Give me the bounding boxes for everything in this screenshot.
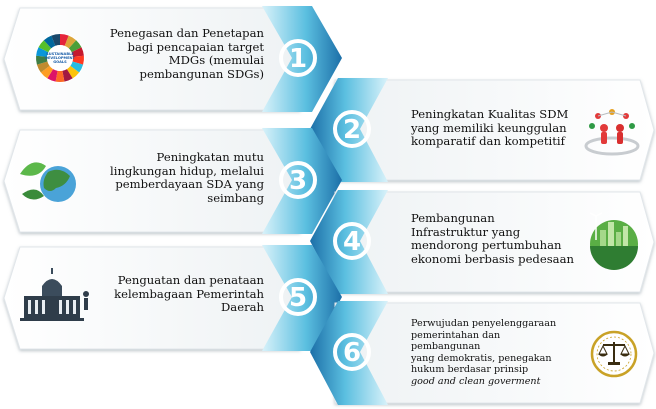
- step-6-line: yang demokratis, penegakan: [411, 352, 552, 364]
- step-1-line: bagi pencapaian target: [127, 39, 264, 54]
- step-3: [3, 128, 342, 234]
- justice-scale-icon: [590, 330, 638, 378]
- step-2-text: Peningkatan Kualitas SDM yang memiliki k…: [411, 107, 569, 149]
- step-1-panel: [3, 7, 301, 111]
- sdg-wheel-segment: [60, 34, 69, 46]
- step-number: 5: [289, 283, 307, 313]
- step-5: [3, 245, 342, 351]
- people-network-icon: [584, 109, 640, 156]
- government-building-icon: [20, 268, 89, 321]
- step-number-ring: [333, 222, 371, 260]
- eco-city-globe-icon: [589, 212, 638, 270]
- sdg-wheel-segment: [72, 55, 84, 65]
- step-4-line: mendorong pertumbuhan: [411, 238, 562, 253]
- step-number-ring: [279, 161, 317, 199]
- sdg-wheel-segment: [36, 61, 50, 73]
- step-4-line: Pembangunan: [411, 211, 495, 225]
- step-2-arrow: [310, 78, 388, 182]
- sdg-icon-label: SUSTAINABLE DEVELOPMENT GOALS: [44, 52, 75, 64]
- step-number-ring: [333, 333, 371, 371]
- sdg-wheel-segment: [71, 47, 84, 57]
- step-2: [310, 78, 655, 182]
- step-1: [3, 6, 342, 112]
- step-4: [310, 190, 655, 294]
- step-6-line: Perwujudan penyelenggaraan: [411, 318, 557, 329]
- step-number: 4: [343, 227, 361, 257]
- step-number-ring: [279, 278, 317, 316]
- step-3-line: Peningkatan mutu: [156, 150, 264, 164]
- step-2-line: yang memiliki keunggulan: [411, 120, 567, 135]
- step-3-panel: [3, 129, 301, 233]
- step-number-ring: [279, 39, 317, 77]
- step-1-text: Penegasan dan Penetapan bagi pencapaian …: [109, 26, 264, 82]
- sdg-wheel-icon: [35, 33, 85, 83]
- step-number-ring: [333, 110, 371, 148]
- green-globe-icon: [20, 162, 76, 202]
- step-6-arrow: [310, 301, 388, 405]
- step-5-arrow: [262, 245, 342, 351]
- step-3-text: Peningkatan mutu lingkungan hidup, melal…: [110, 150, 264, 206]
- step-4-line: ekonomi berbasis pedesaan: [411, 252, 574, 267]
- step-5-line: Penguatan dan penataan: [117, 273, 264, 287]
- step-2-line: Peningkatan Kualitas SDM: [411, 107, 569, 121]
- sdg-wheel-segment: [66, 65, 80, 79]
- step-1-line: pembangunan SDGs): [139, 67, 264, 82]
- sdg-wheel-segment: [64, 35, 77, 49]
- step-3-line: seimbang: [207, 191, 264, 206]
- step-6-line: hukum berdasar prinsip: [411, 364, 529, 375]
- step-3-line: lingkungan hidup, melalui: [110, 163, 264, 178]
- step-number: 3: [289, 166, 307, 196]
- step-4-line: Infrastruktur yang: [411, 224, 521, 239]
- step-1-arrow: [262, 6, 342, 112]
- step-1-line: MDGs (memulai: [168, 53, 264, 68]
- sdg-wheel-segment: [55, 70, 65, 82]
- sdg-wheel-segment: [43, 35, 56, 49]
- step-5-panel: [3, 246, 301, 350]
- step-5-line: Daerah: [221, 300, 264, 315]
- step-4-text: Pembangunan Infrastruktur yang mendorong…: [411, 211, 574, 267]
- step-5-line: kelembagaan Pemerintah: [114, 286, 264, 301]
- sdg-wheel-segment: [38, 40, 52, 53]
- step-number: 1: [289, 44, 307, 74]
- sdg-wheel-segment: [36, 47, 49, 57]
- step-2-line: komparatif dan kompetitif: [411, 134, 565, 149]
- step-1-line: Penegasan dan Penetapan: [109, 26, 264, 40]
- sdg-wheel-segment: [51, 34, 60, 46]
- step-6-italic-line: good and clean goverment: [411, 375, 541, 387]
- sdg-wheel-segment: [36, 55, 48, 65]
- step-6-text: Perwujudan penyelenggaraan pemerintahan …: [411, 318, 556, 387]
- step-3-line: pemberdayaan SDA yang: [115, 177, 264, 192]
- step-5-text: Penguatan dan penataan kelembagaan Pemer…: [114, 273, 264, 315]
- sdg-wheel-segment: [47, 69, 58, 82]
- step-6-line: pembangunan: [411, 341, 481, 352]
- sdg-wheel-segment: [40, 65, 54, 79]
- step-6: [310, 301, 655, 405]
- step-number: 2: [343, 115, 361, 145]
- sdg-wheel-segment: [68, 40, 82, 53]
- step-number: 6: [343, 338, 361, 368]
- step-6-line: pemerintahan dan: [411, 329, 501, 341]
- step-4-arrow: [310, 190, 388, 294]
- sdg-wheel-segment: [70, 61, 84, 73]
- step-3-arrow: [262, 128, 342, 234]
- sdg-wheel-segment: [62, 69, 73, 82]
